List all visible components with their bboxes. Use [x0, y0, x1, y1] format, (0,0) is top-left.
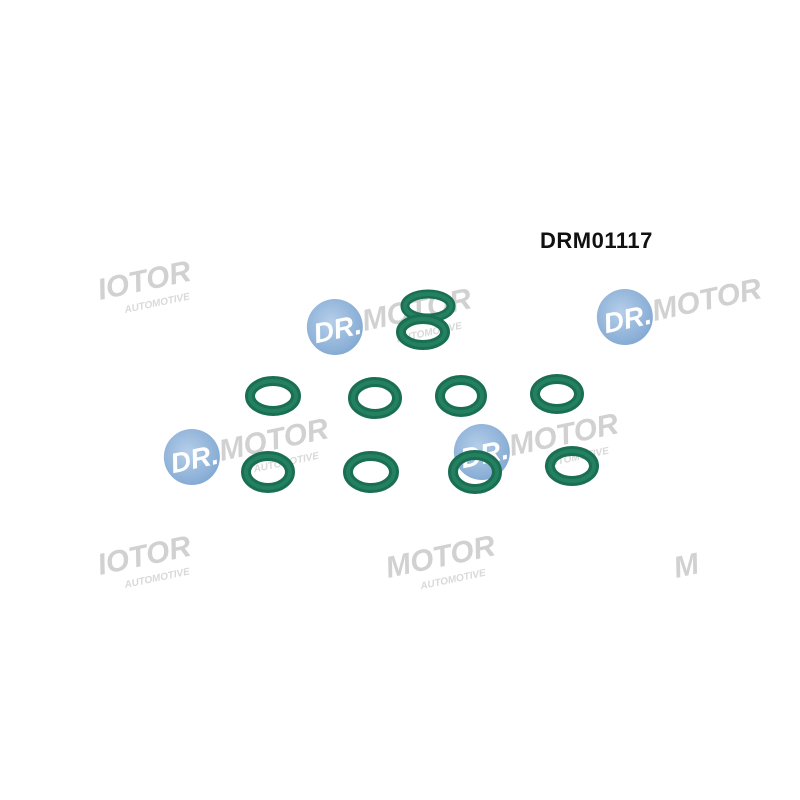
watermark-logo: MOTOR AUTOMOTIVE	[383, 529, 499, 592]
o-ring	[348, 377, 402, 419]
o-ring	[245, 376, 301, 416]
o-ring	[396, 314, 450, 350]
o-ring	[435, 375, 487, 417]
o-ring	[545, 446, 599, 486]
o-ring	[530, 374, 584, 414]
part-number-label: DRM01117	[540, 228, 653, 253]
o-ring	[448, 450, 502, 494]
o-ring	[241, 451, 295, 493]
watermark-logo: IOTOR AUTOMOTIVE	[95, 255, 195, 316]
watermark-logo: DR. MOTOR	[596, 272, 765, 346]
watermark-layer: IOTOR AUTOMOTIVE DR. MOTOR AUTOMOTIVE DR…	[95, 255, 765, 593]
o-ring	[343, 451, 399, 493]
watermark-logo: M	[671, 547, 703, 585]
svg-text:M: M	[671, 547, 703, 585]
watermark-logo: IOTOR AUTOMOTIVE	[95, 530, 195, 591]
watermark-logo: DR. MOTOR AUTOMOTIVE	[306, 282, 475, 356]
o-ring-set	[241, 289, 599, 494]
svg-text:MOTOR: MOTOR	[649, 272, 765, 327]
